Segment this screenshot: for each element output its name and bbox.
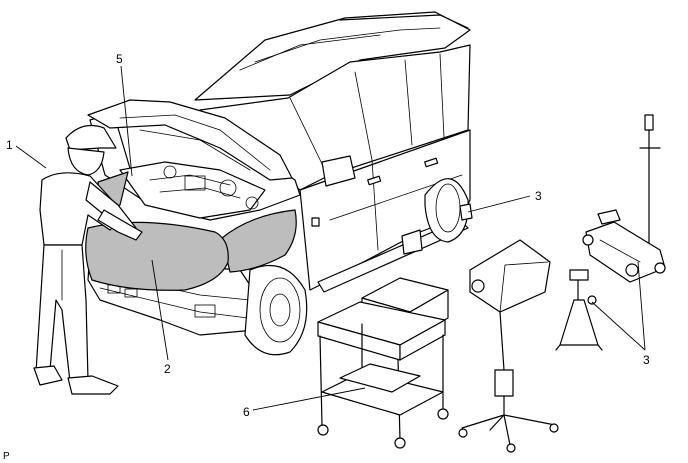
- leader-lines: [15, 65, 646, 411]
- callout-6: 6: [243, 405, 250, 419]
- work-light-stand: [458, 239, 559, 453]
- corner-code: P: [3, 451, 10, 462]
- callout-3-jack: 3: [643, 353, 650, 367]
- floor-jack: [582, 114, 666, 283]
- callout-labels: 1 5 2 3 3 6 P: [3, 52, 650, 462]
- callout-2: 2: [164, 362, 171, 376]
- jack-stand: [555, 269, 603, 351]
- callout-1: 1: [6, 138, 13, 152]
- service-cart: [317, 277, 449, 449]
- front-grille-cover: [85, 221, 229, 291]
- callout-5: 5: [116, 52, 123, 66]
- mechanic: [33, 125, 143, 395]
- fender-cover-right: [221, 209, 297, 273]
- callout-3-floor-jack-stand: 3: [535, 189, 542, 203]
- vehicle-suv: [85, 11, 473, 356]
